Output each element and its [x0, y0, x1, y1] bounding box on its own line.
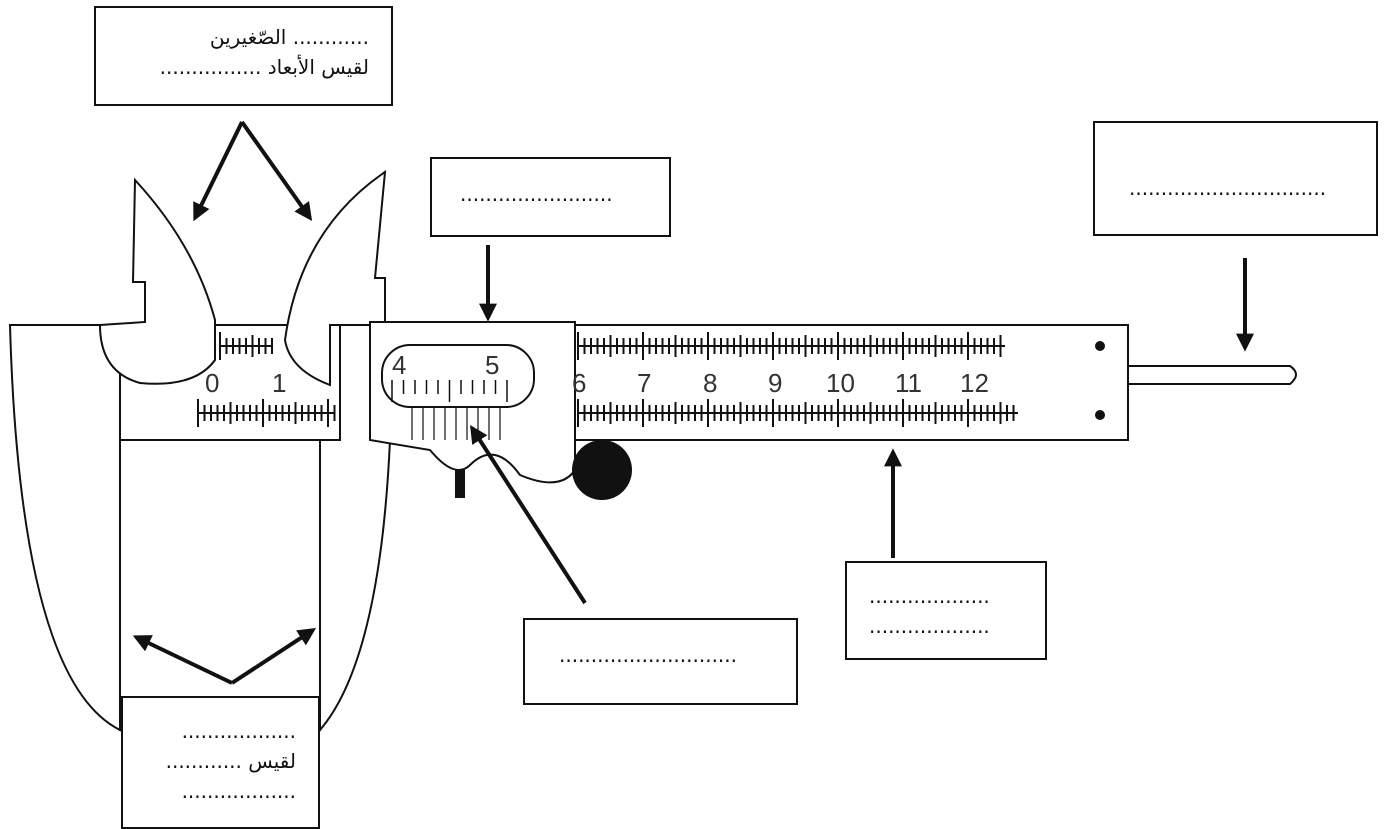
locking-screw: [455, 470, 465, 498]
outer-jaws-line-2: لقيس الأبعاد ................: [159, 55, 369, 79]
main-scale-blank-1: ...................: [869, 584, 990, 608]
vernier-num-5: 5: [485, 350, 499, 380]
vernier-num-4: 4: [392, 350, 406, 380]
label-box-main-scale: ................... ...................: [845, 561, 1047, 660]
depth-rod: [1119, 365, 1297, 385]
main-scale-ticks-top: [219, 332, 1005, 360]
main-scale-num-11: 11: [895, 368, 922, 398]
main-scale-num-1: 1: [272, 368, 286, 398]
main-scale-num-10: 10: [826, 368, 855, 398]
main-scale-num-9: 9: [768, 368, 782, 398]
beam-rivet-top: [1095, 341, 1105, 351]
arrow-to-vernier-scale: [470, 424, 587, 605]
inner-jaws-line-3: ..................: [181, 779, 296, 803]
label-box-outer-jaws: ............ الصّغيرين لقيس الأبعاد ....…: [94, 6, 393, 106]
vernier-top-blank: ........................: [460, 182, 613, 206]
main-scale-blank-2: ...................: [869, 614, 990, 638]
main-scale-num-8: 8: [703, 368, 717, 398]
depth-rod-blank: ...............................: [1129, 176, 1327, 200]
arrow-to-upper-jaw-left: [193, 121, 244, 222]
upper-jaw-right: [283, 169, 387, 387]
vernier-scale-ticks: [391, 380, 508, 440]
outer-jaws-line-1: ............ الصّغيرين: [209, 25, 369, 49]
arrow-to-upper-jaw-right: [240, 120, 313, 221]
thumb-wheel: [572, 440, 632, 500]
label-box-vernier-top: ........................: [430, 157, 671, 237]
arrow-to-inner-jaw-left: [132, 635, 233, 685]
label-box-depth-rod: ...............................: [1093, 121, 1378, 236]
vernier-scale-blank: ............................: [559, 643, 738, 667]
beam-rivet-bottom: [1095, 410, 1105, 420]
arrow-to-inner-jaw-right: [230, 628, 317, 685]
main-scale-num-6: 6: [572, 368, 586, 398]
main-scale-num-12: 12: [960, 368, 989, 398]
label-box-inner-jaws: .................. لقيس ............ ...…: [121, 696, 320, 829]
main-scale-num-7: 7: [637, 368, 651, 398]
inner-jaws-line-2: لقيس ............: [165, 749, 296, 773]
upper-jaw-left: [98, 177, 216, 385]
label-box-vernier-scale: ............................: [523, 618, 798, 705]
inner-jaws-line-1: ..................: [181, 719, 296, 743]
inner-jaw-frame: [119, 439, 321, 731]
main-scale-ticks-bottom: [197, 399, 1018, 427]
main-scale-num-0: 0: [205, 368, 219, 398]
